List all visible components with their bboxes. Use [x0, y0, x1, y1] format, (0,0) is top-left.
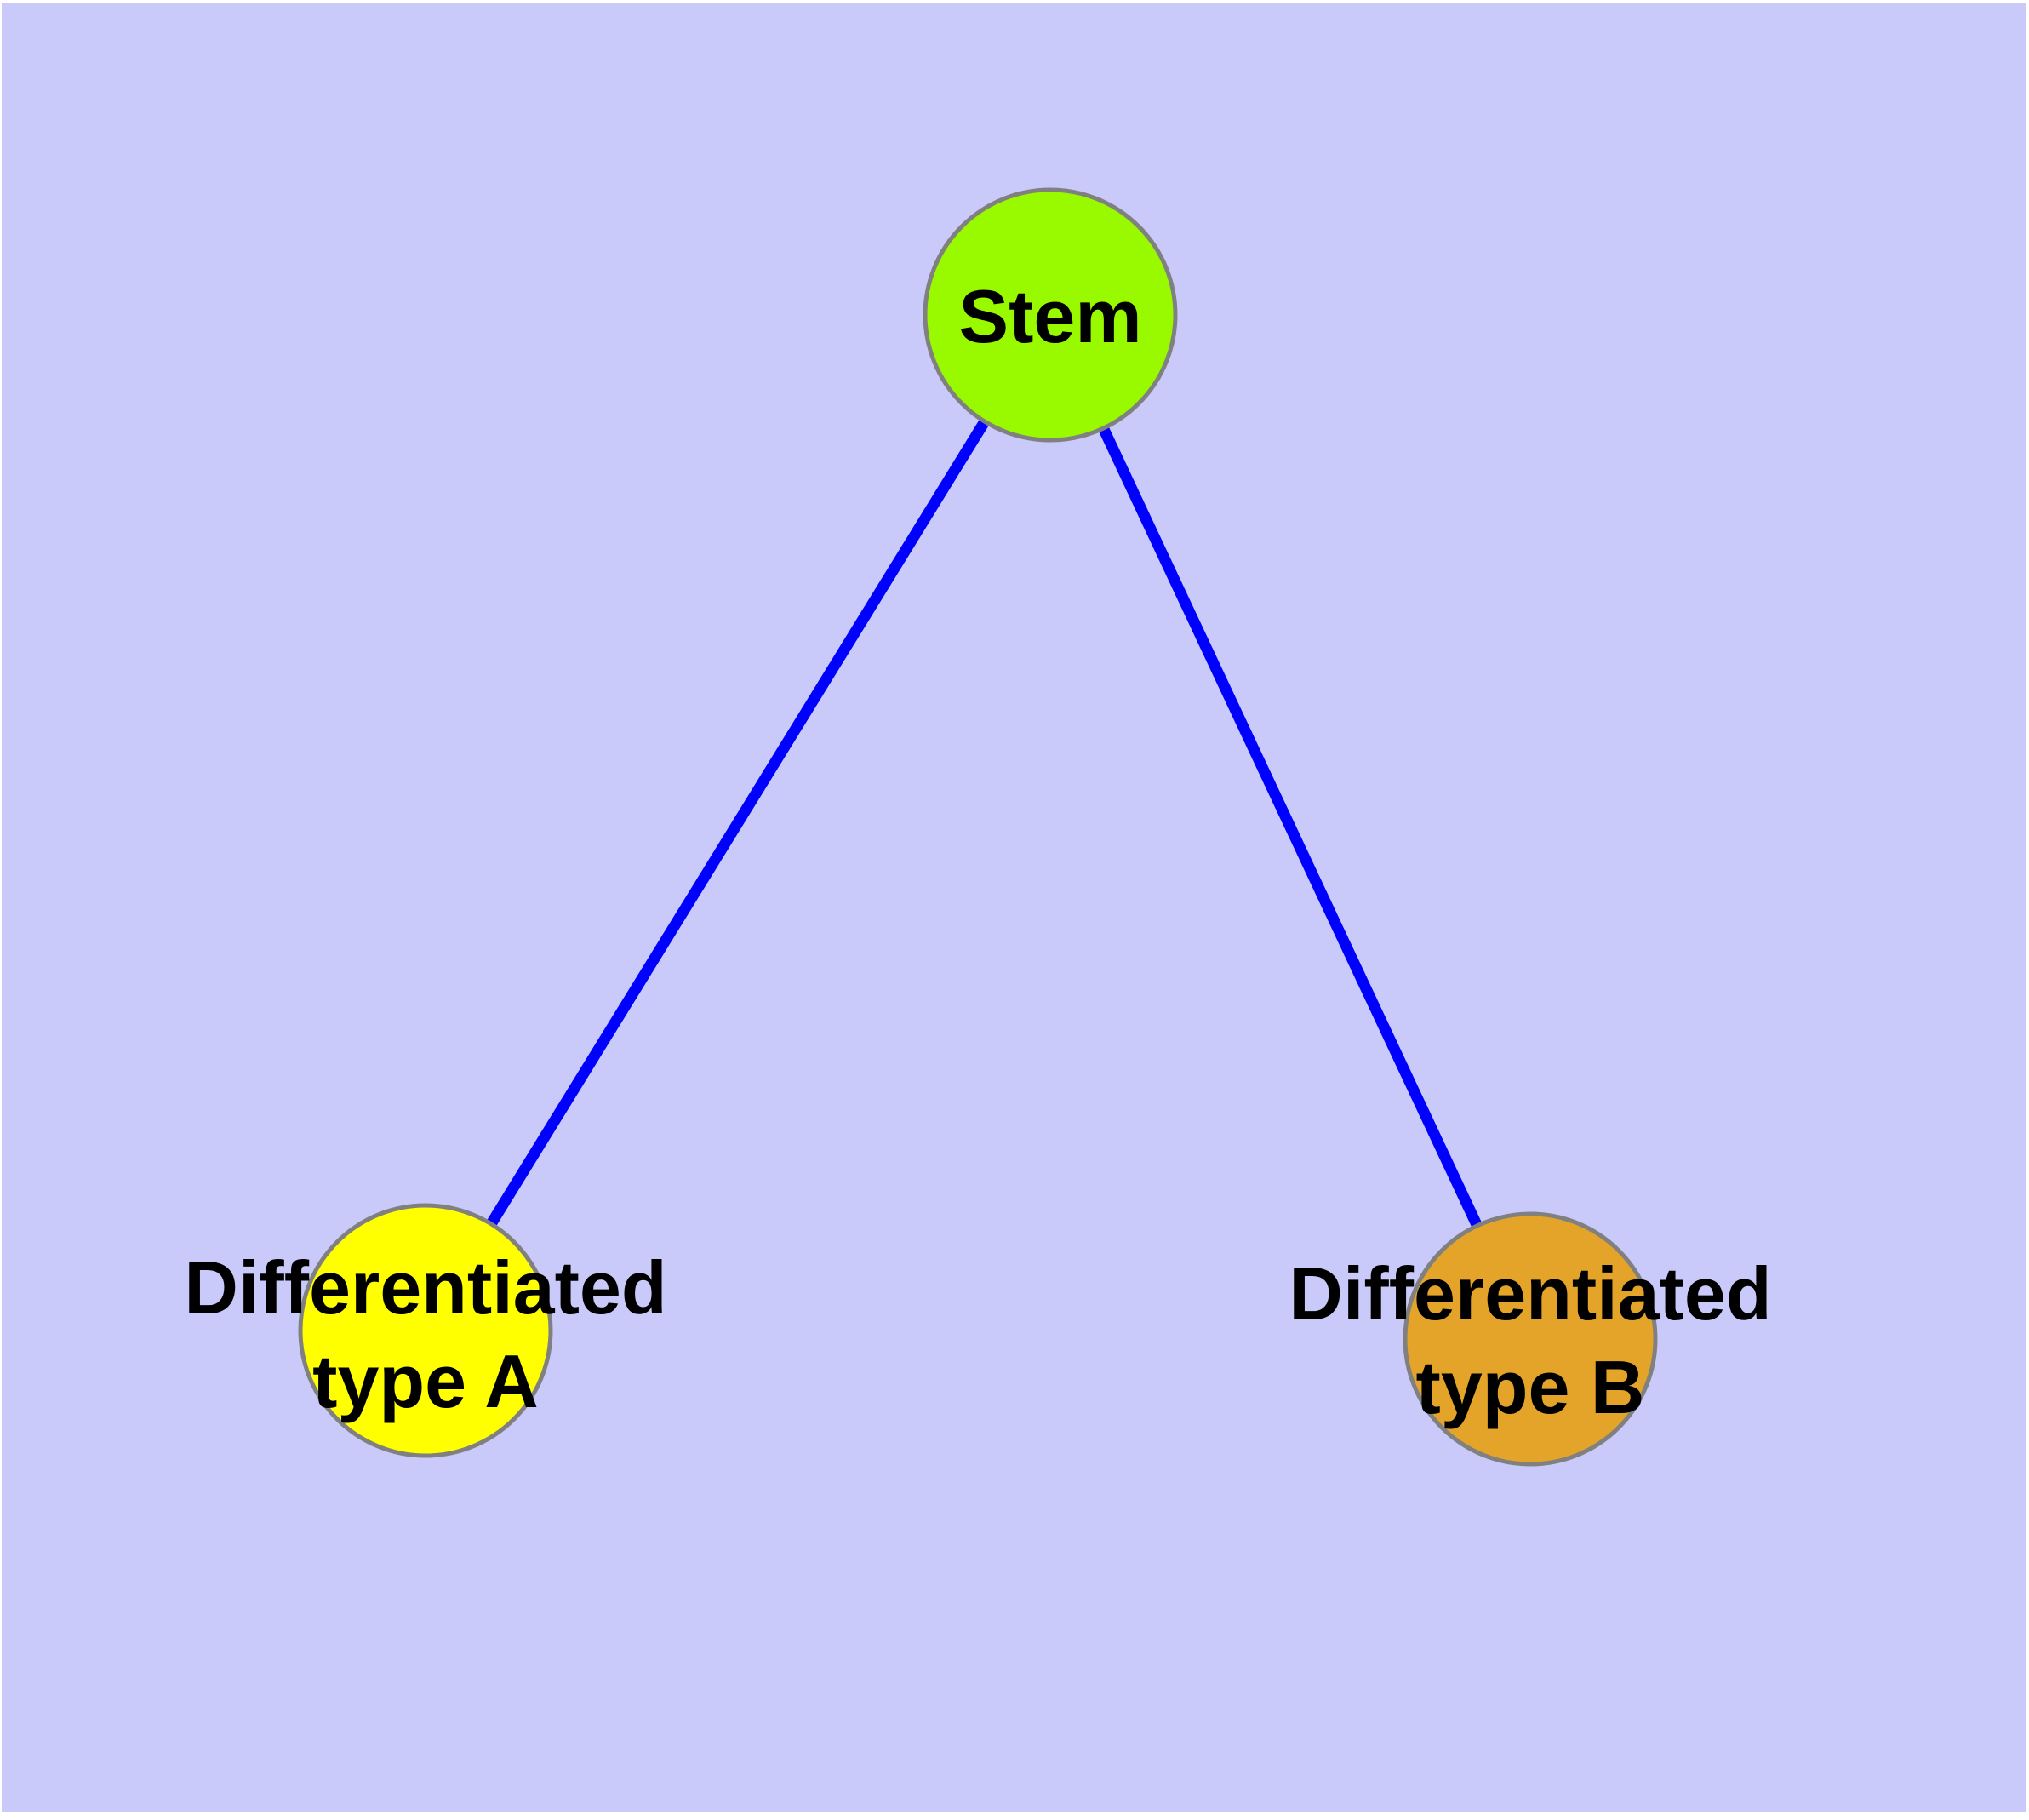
node-differentiated-type-b — [1403, 1211, 1658, 1467]
node-differentiated-type-a-label: Differentiated type A — [184, 1241, 666, 1428]
node-differentiated-type-a — [298, 1203, 553, 1458]
edge-stem-to-type-a — [420, 312, 1055, 1334]
node-stem-label: Stem — [958, 270, 1141, 363]
node-differentiated-type-b-label-line2: type B — [1415, 1345, 1645, 1429]
node-stem-label-line1: Stem — [958, 274, 1142, 358]
node-differentiated-type-b-label-line1: Differentiated — [1289, 1251, 1772, 1336]
node-differentiated-type-a-label-line2: type A — [312, 1339, 539, 1423]
node-differentiated-type-b-label: Differentiated type B — [1289, 1247, 1771, 1434]
node-differentiated-type-a-label-line1: Differentiated — [184, 1245, 667, 1330]
edge-stem-to-type-b — [1045, 312, 1535, 1342]
node-stem — [923, 187, 1178, 443]
